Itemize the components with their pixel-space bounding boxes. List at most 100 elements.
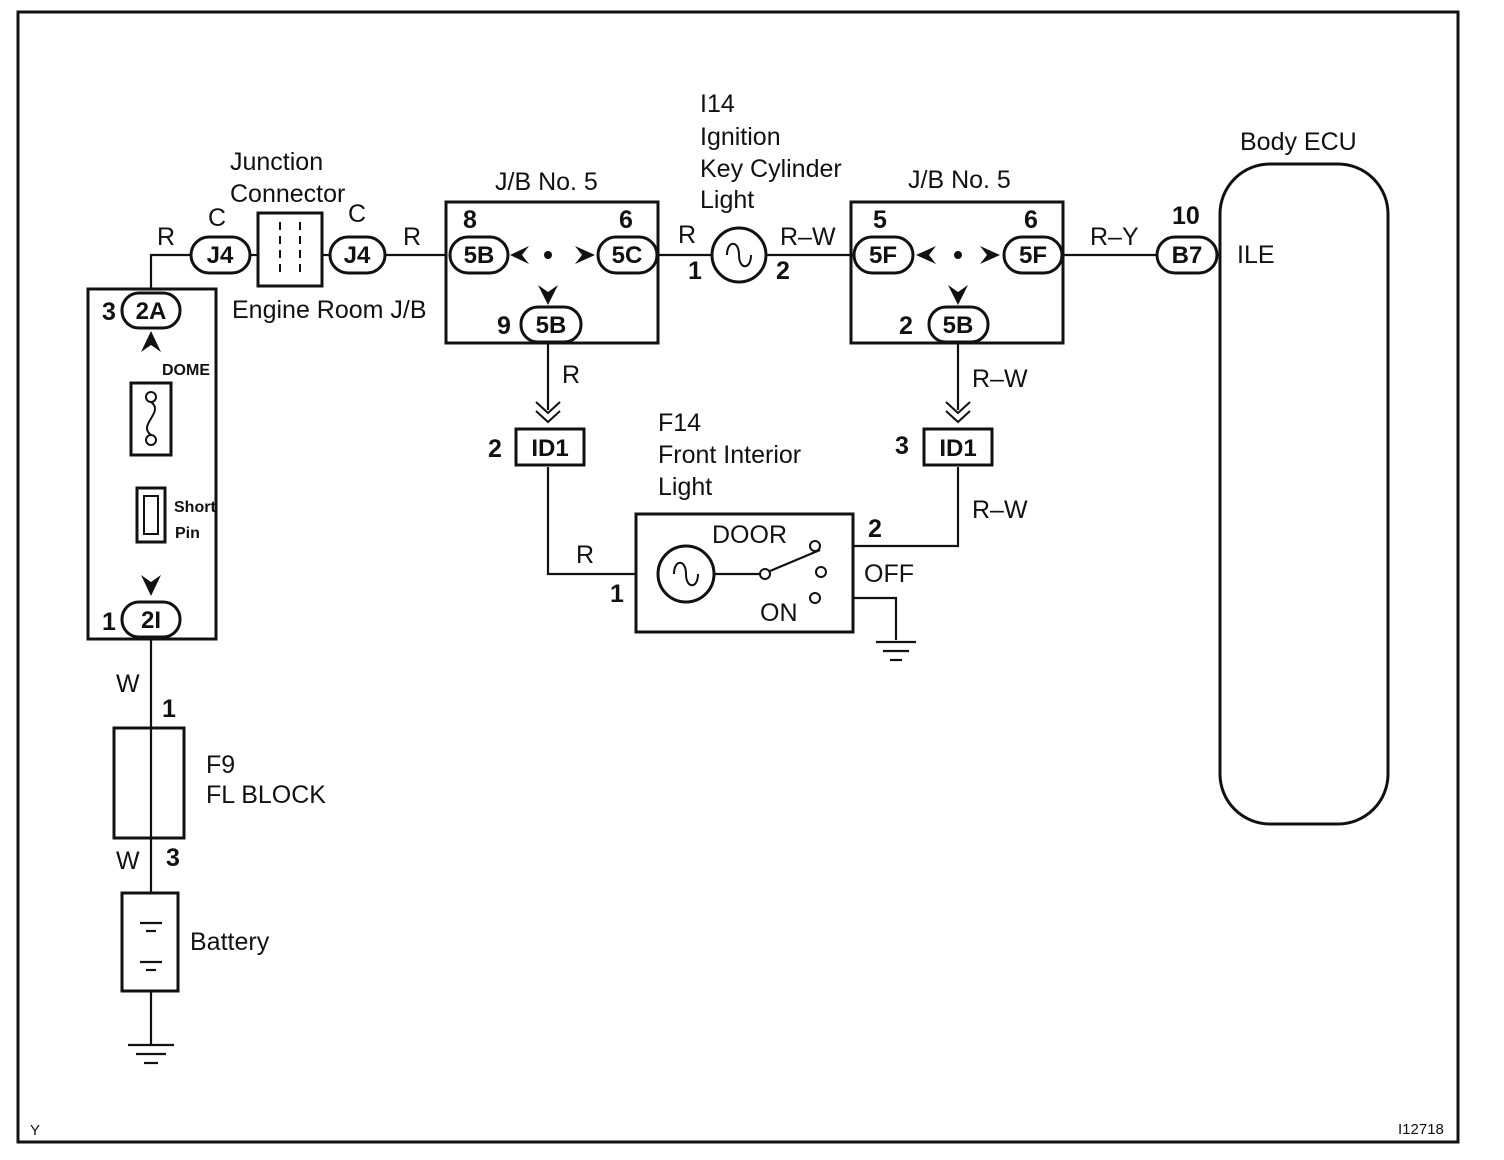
wire-rw-label: R–W <box>972 365 1028 393</box>
connector-J4-right <box>328 235 387 275</box>
f9-label: F9 <box>206 751 235 779</box>
wire-w-label: W <box>116 670 140 698</box>
connector-ID1-label: ID1 <box>939 435 976 462</box>
body-ecu-label: Body ECU <box>1240 128 1357 156</box>
connector-5F-label: 5F <box>1019 242 1047 269</box>
c-right-label: C <box>348 200 366 228</box>
pin-5-label: 5 <box>873 206 887 234</box>
connector-5C-label: 5C <box>612 242 643 269</box>
battery-label: Battery <box>190 928 270 956</box>
i14-label: I14 <box>700 90 735 118</box>
corner-code-left: Y <box>30 1122 40 1139</box>
connector-J4-right-label: J4 <box>344 242 371 269</box>
connector-5B-label: 5B <box>536 312 567 339</box>
fl-block-icon <box>112 726 186 840</box>
arrow-right-icon <box>980 246 1000 264</box>
key-cylinder-label: Key Cylinder <box>700 155 842 183</box>
short-label: Short <box>174 499 216 516</box>
connector-ID1-right <box>922 427 994 467</box>
pin-2-label: 2 <box>776 257 790 285</box>
fl-block-label: FL BLOCK <box>206 781 326 809</box>
on-label: ON <box>760 599 798 627</box>
light-label: Light <box>658 473 712 501</box>
wire-w-label: W <box>116 847 140 875</box>
battery: Battery <box>120 891 270 1065</box>
pin-10-label: 10 <box>1172 202 1200 230</box>
connector-5B-down <box>519 305 583 344</box>
connector-J4-left <box>189 235 252 275</box>
wire-ry-label: R–Y <box>1090 223 1139 251</box>
pin-2-label: 2 <box>488 435 502 463</box>
front-interior-label: Front Interior <box>658 441 801 469</box>
connector-5F-out <box>1002 235 1064 275</box>
c-left-label: C <box>208 204 226 232</box>
connector-2A-label: 2A <box>136 298 167 325</box>
pin-1-label: 1 <box>610 580 624 608</box>
arrow-right-icon <box>575 246 595 264</box>
ground-icon <box>128 1043 174 1065</box>
pin-3-label: 3 <box>166 844 180 872</box>
pin-1-label: 1 <box>688 257 702 285</box>
arrow-left-icon <box>510 246 529 264</box>
body-ecu: Body ECU R–Y B7 10 ILE <box>1090 128 1390 826</box>
off-label: OFF <box>864 560 914 588</box>
pin-3-label: 3 <box>102 298 116 326</box>
engine-room-jb: 2A 3 DOME Short Pin 2I 1 <box>86 287 218 641</box>
arrow-up-icon <box>141 331 161 352</box>
wire-r-label: R <box>403 223 421 251</box>
junction-connector: Junction Connector J4 C J4 C Engine Room… <box>157 148 427 324</box>
jb5-right-label: J/B No. 5 <box>908 166 1011 194</box>
ignition-label: Ignition <box>700 123 781 151</box>
connector-ID1-left <box>514 427 586 467</box>
wire-r-label: R <box>576 541 594 569</box>
connector-label: Connector <box>230 180 345 208</box>
dome-label: DOME <box>162 362 210 379</box>
connector-5C <box>596 235 659 275</box>
pin-9-label: 9 <box>497 312 511 340</box>
jb5-left-label: J/B No. 5 <box>495 168 598 196</box>
door-label: DOOR <box>712 521 787 549</box>
connector-5B-down <box>927 305 990 344</box>
ile-label: ILE <box>1237 241 1275 269</box>
fl-block: W 1 F9 FL BLOCK W 3 <box>112 670 326 875</box>
pin-6-label: 6 <box>1024 206 1038 234</box>
wire-r-label: R <box>157 223 175 251</box>
connector-5B-in <box>448 235 510 275</box>
junction-label: Junction <box>230 148 323 176</box>
pin-6-label: 6 <box>619 206 633 234</box>
connector-2I <box>120 600 182 639</box>
arrow-down-icon <box>538 285 558 305</box>
wire-rw-label: R–W <box>780 223 836 251</box>
engine-room-jb-label: Engine Room J/B <box>232 296 427 324</box>
id1-left: R ID1 2 <box>488 361 586 467</box>
ground-icon <box>876 640 916 662</box>
connector-B7 <box>1155 235 1219 275</box>
wire-r-label: R <box>562 361 580 389</box>
arrow-left-icon <box>916 246 936 264</box>
wire-rw-label: R–W <box>972 496 1028 524</box>
connector-5F-in <box>852 235 915 275</box>
pin-2-label: 2 <box>899 312 913 340</box>
arrow-down-icon <box>141 575 161 596</box>
pin-label: Pin <box>175 525 200 542</box>
wire-r-label: R <box>678 221 696 249</box>
jb5-left: J/B No. 5 8 6 5B 5C 5B 9 <box>444 168 660 345</box>
id1-right: R–W ID1 3 <box>895 365 1028 467</box>
pin-1-label: 1 <box>102 608 116 636</box>
f14-label: F14 <box>658 409 701 437</box>
connector-2A <box>120 291 182 330</box>
pin-3-label: 3 <box>895 432 909 460</box>
front-interior-light: F14 Front Interior Light DOOR ON OFF 2 1… <box>576 409 1028 662</box>
battery-icon <box>120 891 180 993</box>
jb5-right: J/B No. 5 5 6 5F 5F 5B 2 <box>849 166 1065 345</box>
connector-B7-label: B7 <box>1172 242 1203 269</box>
switch-contact-icon <box>759 568 771 580</box>
dome-fuse-icon <box>129 381 173 457</box>
junction-box-icon <box>256 211 324 288</box>
pin-1-label: 1 <box>162 695 176 723</box>
figure-id: I12718 <box>1398 1121 1444 1138</box>
connector-J4-left-label: J4 <box>207 242 234 269</box>
ignition-key-light: I14 Ignition Key Cylinder Light R 1 2 R–… <box>678 90 842 285</box>
connector-5B-label: 5B <box>943 312 974 339</box>
